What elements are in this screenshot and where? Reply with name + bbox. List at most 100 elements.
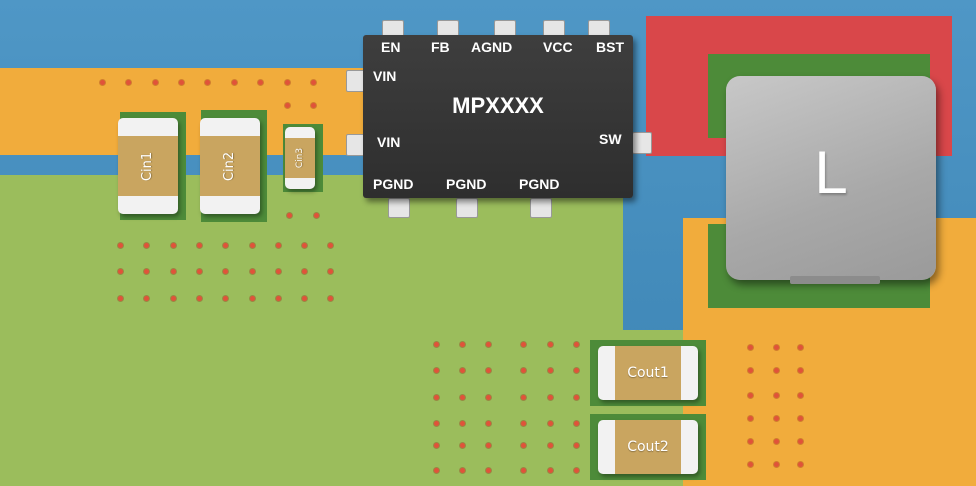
inductor-label: L [814, 139, 848, 206]
via [118, 296, 123, 301]
via [276, 296, 281, 301]
via [258, 80, 263, 85]
via [748, 462, 753, 467]
via [144, 243, 149, 248]
via [748, 345, 753, 350]
ic-pin-label-pgnd-3: PGND [519, 176, 560, 192]
inductor-l[interactable]: L [726, 76, 936, 284]
ic-pin-label-sw: SW [599, 131, 622, 147]
ic-pin-label-pgnd-2: PGND [446, 176, 487, 192]
via [223, 269, 228, 274]
via [205, 80, 210, 85]
via [521, 368, 526, 373]
converter-ic[interactable]: EN FB AGND VCC BST VIN VIN SW PGND PGND … [363, 35, 633, 198]
via [486, 395, 491, 400]
via [521, 443, 526, 448]
input-capacitor-cin1[interactable]: Cin1 [118, 118, 178, 214]
via [548, 368, 553, 373]
via [171, 296, 176, 301]
ic-pin-pgnd-3 [530, 198, 552, 218]
via [302, 296, 307, 301]
ic-pin-label-pgnd-1: PGND [373, 176, 414, 192]
via [748, 393, 753, 398]
output-capacitor-cout2[interactable]: Cout2 [598, 420, 698, 474]
via [179, 80, 184, 85]
via [748, 368, 753, 373]
cin3-label: Cin3 [295, 147, 305, 169]
via [314, 213, 319, 218]
via [486, 368, 491, 373]
via [460, 368, 465, 373]
via [328, 296, 333, 301]
via [311, 80, 316, 85]
via [548, 443, 553, 448]
ic-pin-label-vin-1: VIN [373, 68, 397, 84]
via [434, 443, 439, 448]
via [197, 269, 202, 274]
ic-pin-label-vcc: VCC [543, 39, 573, 55]
ic-pin-label-agnd: AGND [471, 39, 513, 55]
via [171, 243, 176, 248]
ic-pin-sw [632, 132, 652, 154]
via [774, 345, 779, 350]
via [434, 368, 439, 373]
via [311, 103, 316, 108]
via [126, 80, 131, 85]
ic-pin-pgnd-1 [388, 198, 410, 218]
via [460, 395, 465, 400]
via [302, 269, 307, 274]
ic-pin-label-vin-2: VIN [377, 134, 401, 150]
via [521, 395, 526, 400]
via [232, 80, 237, 85]
via [144, 269, 149, 274]
ic-pin-pgnd-2 [456, 198, 478, 218]
via [774, 368, 779, 373]
via [328, 269, 333, 274]
via [250, 243, 255, 248]
via [287, 213, 292, 218]
ic-pin-label-bst: BST [596, 39, 624, 55]
via [798, 368, 803, 373]
via [574, 443, 579, 448]
via [118, 243, 123, 248]
via [328, 243, 333, 248]
via [276, 243, 281, 248]
via [748, 439, 753, 444]
cin2-label: Cin2 [222, 151, 238, 181]
via [574, 468, 579, 473]
via [223, 243, 228, 248]
via [434, 468, 439, 473]
via [434, 395, 439, 400]
via [171, 269, 176, 274]
input-capacitor-cin3[interactable]: Cin3 [285, 127, 315, 189]
via [774, 439, 779, 444]
via [486, 342, 491, 347]
via [574, 342, 579, 347]
via [521, 468, 526, 473]
ic-pin-label-fb: FB [431, 39, 450, 55]
via [548, 421, 553, 426]
cout1-label: Cout1 [627, 365, 669, 381]
via [250, 296, 255, 301]
via [153, 80, 158, 85]
via [774, 393, 779, 398]
via [434, 342, 439, 347]
via [434, 421, 439, 426]
via [250, 269, 255, 274]
via [285, 103, 290, 108]
via [302, 243, 307, 248]
output-capacitor-cout1[interactable]: Cout1 [598, 346, 698, 400]
via [798, 416, 803, 421]
gnd-copper-pour [0, 175, 623, 486]
cout2-label: Cout2 [627, 439, 669, 455]
input-capacitor-cin2[interactable]: Cin2 [200, 118, 260, 214]
via [486, 443, 491, 448]
via [460, 342, 465, 347]
via [460, 468, 465, 473]
via [276, 269, 281, 274]
via [774, 416, 779, 421]
via [798, 393, 803, 398]
via [548, 395, 553, 400]
via [548, 342, 553, 347]
